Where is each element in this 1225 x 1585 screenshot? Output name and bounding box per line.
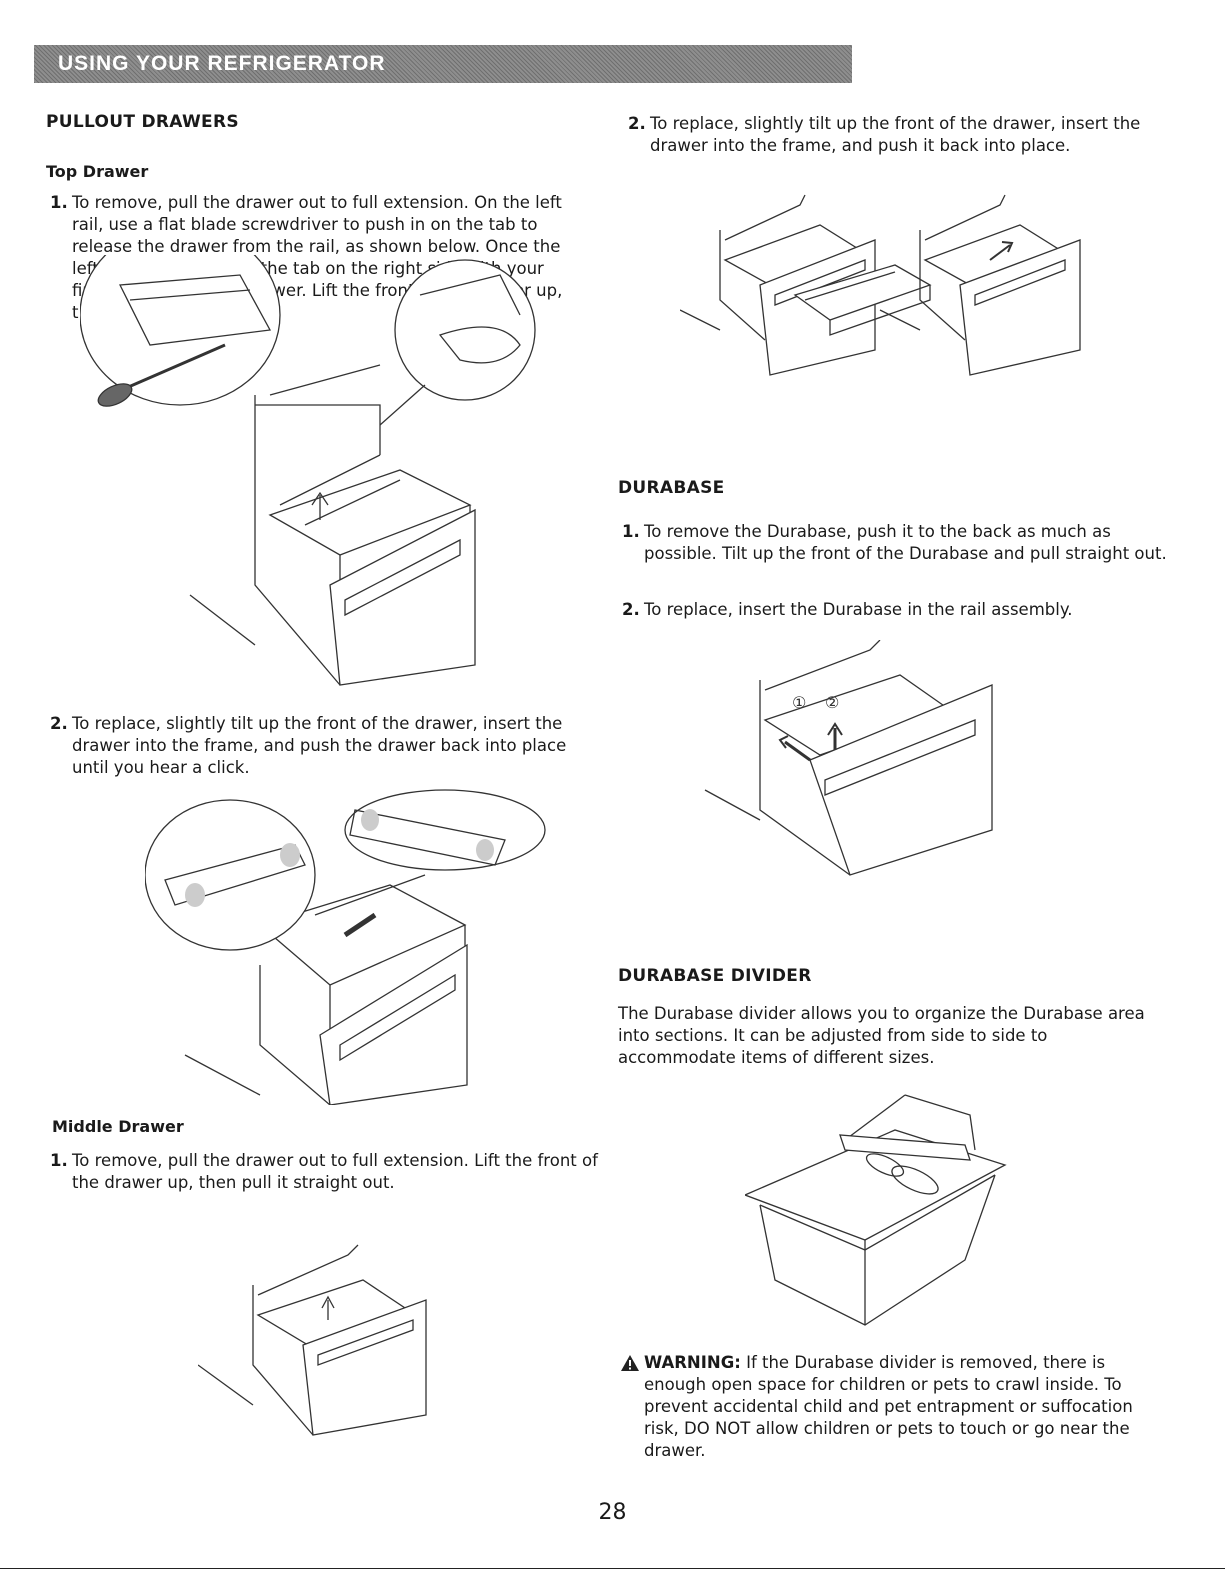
durabase-step-1: 1. To remove the Durabase, push it to th… [622,521,1167,565]
page-number: 28 [598,1500,627,1525]
top-drawer-replace-illustration [145,785,575,1105]
step-text: To remove, pull the drawer out to full e… [72,1151,598,1192]
banner-title: USING YOUR REFRIGERATOR [58,52,386,75]
top-drawer-removal-illustration [80,255,550,695]
step-number: 1. [50,1151,68,1170]
warning-label: WARNING: [644,1353,741,1372]
middle-drawer-step-2: 2. To replace, slightly tilt up the fron… [628,113,1168,157]
step-number: 2. [50,714,68,733]
pullout-drawers-title: PULLOUT DRAWERS [46,112,239,132]
middle-drawer-replace-illustration [680,190,1160,405]
durabase-divider-text: The Durabase divider allows you to organ… [618,1004,1145,1067]
durabase-divider-illustration [745,1090,1015,1330]
step-text: To replace, slightly tilt up the front o… [72,714,567,777]
durabase-divider-title: DURABASE DIVIDER [618,966,812,986]
top-drawer-step-2: 2. To replace, slightly tilt up the fron… [50,713,600,779]
durabase-marker-1: ① [792,693,806,712]
bottom-rule [0,1568,1225,1569]
warning-block: WARNING: If the Durabase divider is remo… [620,1352,1168,1462]
step-text: To replace, insert the Durabase in the r… [644,600,1073,619]
durabase-step-2: 2. To replace, insert the Durabase in th… [622,599,1167,621]
warning-text: If the Durabase divider is removed, ther… [644,1353,1133,1460]
step-number: 2. [622,600,640,619]
step-number: 1. [622,522,640,541]
middle-drawer-step-1: 1. To remove, pull the drawer out to ful… [50,1150,600,1194]
step-number: 2. [628,114,646,133]
middle-drawer-removal-illustration [198,1235,438,1445]
durabase-removal-illustration: ① ② [700,640,1000,880]
top-drawer-heading: Top Drawer [46,162,149,181]
durabase-marker-2: ② [825,693,839,712]
step-text: To replace, slightly tilt up the front o… [650,114,1141,155]
step-text: To remove the Durabase, push it to the b… [644,522,1167,563]
step-number: 1. [50,193,68,212]
middle-drawer-heading: Middle Drawer [52,1117,184,1136]
warning-icon [620,1352,644,1462]
durabase-title: DURABASE [618,478,725,498]
section-banner: USING YOUR REFRIGERATOR [34,45,852,83]
